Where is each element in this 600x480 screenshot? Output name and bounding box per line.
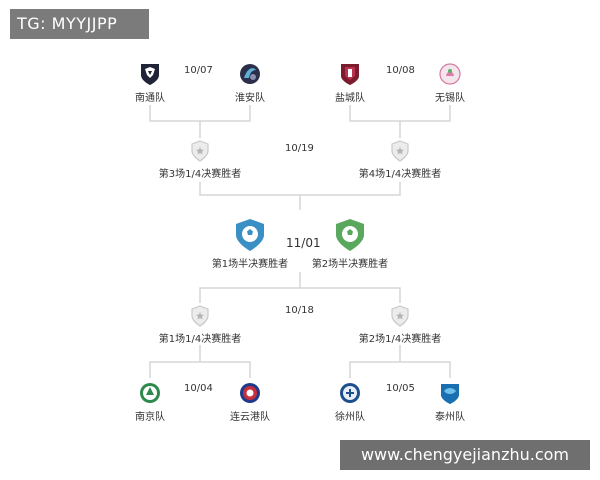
team-wuxi[interactable]: 无锡队: [427, 62, 473, 104]
team-label: 盐城队: [335, 93, 365, 104]
match-date: 10/08: [386, 65, 415, 76]
shield-icon: [391, 305, 409, 327]
xuzhou-logo-icon: [340, 383, 360, 403]
semi-label: 第1场半决赛胜者: [211, 259, 289, 270]
final-date: 11/01: [286, 236, 321, 250]
qf-label: 第2场1/4决赛胜者: [358, 334, 442, 345]
match-date: 10/07: [184, 65, 213, 76]
qf-date: 10/18: [285, 305, 314, 316]
team-lianyungang[interactable]: 连云港队: [227, 381, 273, 423]
team-label: 连云港队: [230, 412, 270, 423]
qf-winner-1[interactable]: 第1场1/4决赛胜者: [150, 305, 250, 345]
match-date: 10/05: [386, 383, 415, 394]
qf-winner-3[interactable]: 第3场1/4决赛胜者: [150, 140, 250, 180]
lianyungang-logo-icon: [240, 383, 260, 403]
team-label: 徐州队: [335, 412, 365, 423]
semi-winner-1[interactable]: 第1场半决赛胜者: [198, 218, 302, 270]
watermark-bottom: www.chengyejianzhu.com: [340, 440, 590, 470]
team-nantong[interactable]: 南通队: [127, 62, 173, 104]
qf-label: 第1场1/4决赛胜者: [158, 334, 242, 345]
match-date: 10/04: [184, 383, 213, 394]
watermark-top: TG: MYYJJPP: [10, 9, 149, 39]
semi-winner-2[interactable]: 第2场半决赛胜者: [298, 218, 402, 270]
team-label: 南京队: [135, 412, 165, 423]
qf-winner-4[interactable]: 第4场1/4决赛胜者: [350, 140, 450, 180]
semi-label: 第2场半决赛胜者: [311, 259, 389, 270]
team-label: 淮安队: [235, 93, 265, 104]
wuxi-logo-icon: [439, 63, 461, 85]
qf-winner-2[interactable]: 第2场1/4决赛胜者: [350, 305, 450, 345]
yancheng-logo-icon: [341, 64, 359, 85]
team-yancheng[interactable]: 盐城队: [327, 62, 373, 104]
team-label: 南通队: [135, 93, 165, 104]
soccer-shield-icon: [336, 219, 364, 251]
soccer-shield-icon: [236, 219, 264, 251]
shield-icon: [191, 140, 209, 162]
qf-label: 第4场1/4决赛胜者: [358, 169, 442, 180]
team-xuzhou[interactable]: 徐州队: [327, 381, 373, 423]
team-nanjing[interactable]: 南京队: [127, 381, 173, 423]
nanjing-logo-icon: [140, 383, 160, 403]
team-label: 泰州队: [435, 412, 465, 423]
huaian-logo-icon: [240, 64, 260, 84]
team-huaian[interactable]: 淮安队: [227, 62, 273, 104]
nantong-logo-icon: [141, 64, 159, 85]
shield-icon: [391, 140, 409, 162]
qf-date: 10/19: [285, 143, 314, 154]
qf-label: 第3场1/4决赛胜者: [158, 169, 242, 180]
team-taizhou[interactable]: 泰州队: [427, 381, 473, 423]
shield-icon: [191, 305, 209, 327]
taizhou-logo-icon: [441, 384, 459, 404]
team-label: 无锡队: [435, 93, 465, 104]
